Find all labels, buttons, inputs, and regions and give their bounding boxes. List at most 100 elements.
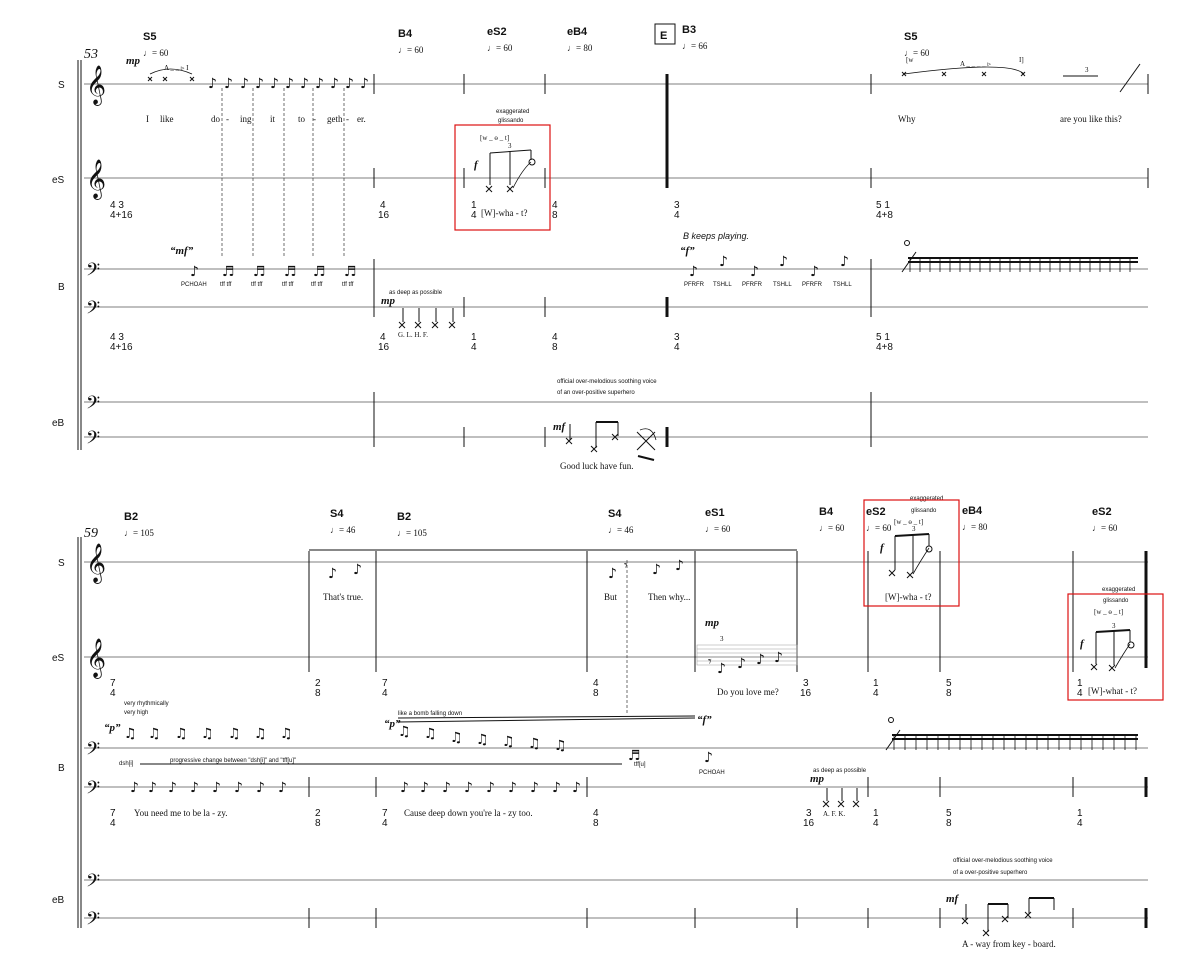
- b-notes-bomb: ♫ ♫ ♫ ♫ ♫ ♫ ♫ ♬: [398, 724, 641, 764]
- svg-text:PFRFR: PFRFR: [742, 282, 763, 288]
- svg-text:glissando: glissando: [911, 508, 937, 514]
- time-signatures-es: 4 3 4+16 4 16 1 4 4 8 3 4 5 1 4+8: [110, 200, 893, 221]
- svg-text:♪: ♪: [278, 780, 287, 796]
- svg-text:4: 4: [110, 818, 116, 829]
- section-label: S4: [608, 508, 622, 520]
- es-what-group-2: exaggerated glissando [w _ ɵ _ t] f 3 [W…: [1080, 587, 1137, 696]
- svg-text:♪: ♪: [190, 780, 199, 796]
- svg-text:♪: ♪: [315, 76, 324, 92]
- svg-text:4: 4: [471, 342, 477, 353]
- svg-text:♪: ♪: [719, 254, 728, 270]
- svg-text:it: it: [270, 114, 276, 124]
- svg-text:4: 4: [382, 688, 388, 699]
- highlight-box: [1067, 593, 1164, 701]
- svg-text:-: -: [226, 114, 229, 124]
- svg-text:8: 8: [946, 688, 952, 699]
- eb-lyrics: A - way from key - board.: [962, 939, 1056, 949]
- svg-text:2: 2: [315, 678, 321, 689]
- svg-text:3: 3: [674, 200, 680, 211]
- b-deep-notes: [398, 308, 456, 329]
- svg-text:TSHLL: TSHLL: [773, 282, 792, 288]
- svg-text:♪: ♪: [464, 780, 473, 796]
- treble-clef-icon: 𝄞: [86, 543, 106, 584]
- b-tremolo: [885, 717, 1138, 751]
- svg-text:7: 7: [382, 808, 388, 819]
- section-label: eB4: [567, 26, 588, 38]
- tempo-mark: ♩= 60: [705, 524, 731, 534]
- section-label: eS2: [1092, 506, 1112, 518]
- svg-text:♬: ♬: [222, 264, 235, 280]
- time-signatures-b: 4 3 4+16 4 16 1 4 4 8 3 4 5 1 4+8: [110, 332, 893, 353]
- svg-text:4: 4: [380, 332, 386, 343]
- es-what-group-1: exaggerated glissando [w _ ɵ _ t] f 3 [W…: [880, 496, 943, 602]
- direction-text: very rhythmically: [124, 701, 169, 707]
- svg-text:3: 3: [1085, 66, 1089, 74]
- direction-text: of an over-positive superhero: [557, 390, 635, 396]
- bass-clef-icon: 𝄢: [86, 393, 100, 418]
- svg-text:4: 4: [552, 200, 558, 211]
- direction-text: as deep as possible: [389, 290, 443, 296]
- b-notes-lower: ♪ ♪ ♪ ♪ ♪ ♪ ♪ ♪ ♪ ♪ ♪ ♪ ♪ ♪ ♪ ♪ ♪: [130, 780, 581, 796]
- staff-label-es: eS: [52, 175, 65, 186]
- svg-text:♪: ♪: [256, 780, 265, 796]
- s-notes: A _ _ ▹ I ♪ ♪ ♪ ♪ ♪ ♪ ♪ ♪ ♪ ♪ ♪: [147, 64, 369, 92]
- svg-text:1: 1: [1077, 678, 1083, 689]
- time-signatures-es: 7 4 2 8 7 4 4 8 3 16 1 4 5 8 1 4: [110, 678, 1083, 699]
- svg-text:8: 8: [552, 342, 558, 353]
- section-label: B3: [682, 24, 696, 36]
- direction-text: official over-melodious soothing voice: [557, 379, 657, 385]
- svg-text:3: 3: [674, 332, 680, 343]
- svg-text:2: 2: [315, 808, 321, 819]
- svg-text:♪: ♪: [717, 661, 726, 677]
- svg-text:glissando: glissando: [1103, 598, 1129, 604]
- svg-text:♫: ♫: [124, 726, 137, 742]
- svg-text:3: 3: [1112, 622, 1116, 630]
- svg-text:♪: ♪: [750, 264, 759, 280]
- svg-text:♬: ♬: [313, 264, 326, 280]
- eb-lyrics: Good luck have fun.: [560, 461, 633, 471]
- svg-text:7: 7: [110, 808, 116, 819]
- section-label: B4: [398, 28, 413, 40]
- bass-clef-icon: 𝄢: [86, 778, 100, 803]
- svg-text:7: 7: [382, 678, 388, 689]
- system-2: S eS B eB 𝄞 𝄞 𝄢 𝄢 𝄢 𝄢 59 B2 ♩= 105 S4 ♩=…: [52, 496, 1164, 949]
- deep-letters: A. F. K.: [823, 810, 845, 818]
- svg-text:TSHLL: TSHLL: [833, 282, 852, 288]
- svg-text:♪: ♪: [224, 76, 233, 92]
- svg-text:like: like: [160, 114, 174, 124]
- svg-text:1: 1: [471, 200, 477, 211]
- tempo-mark: ♩= 60: [1092, 523, 1118, 533]
- measure-number: 53: [84, 47, 98, 62]
- tempo-mark: ♩= 46: [608, 525, 634, 535]
- svg-text:♪: ♪: [675, 558, 684, 574]
- svg-text:♪: ♪: [190, 264, 199, 280]
- svg-text:1: 1: [873, 678, 879, 689]
- svg-text:♪: ♪: [345, 76, 354, 92]
- svg-text:f: f: [474, 159, 479, 171]
- svg-text:4+8: 4+8: [876, 342, 893, 353]
- svg-text:♪: ♪: [330, 76, 339, 92]
- tempo-mark: ♩= 80: [962, 522, 988, 532]
- svg-text:♫: ♫: [254, 726, 267, 742]
- s-lyric: But: [604, 592, 618, 602]
- rehearsal-box: [654, 23, 676, 45]
- svg-text:♫: ♫: [280, 726, 293, 742]
- s-lyrics: I like do - ing it to - geth - er. Why a…: [146, 114, 1122, 124]
- svg-text:♫: ♫: [175, 726, 188, 742]
- b-note: ♪: [704, 750, 713, 766]
- direction-text: very high: [124, 710, 148, 716]
- svg-text:♪: ♪: [328, 566, 337, 582]
- highlight-box: [863, 499, 960, 607]
- svg-text:♫: ♫: [424, 726, 437, 742]
- svg-text:4+16: 4+16: [110, 342, 133, 353]
- svg-text:3: 3: [806, 808, 812, 819]
- svg-text:♪: ♪: [737, 656, 746, 672]
- svg-text:[w _ ɵ _ t]: [w _ ɵ _ t]: [1094, 608, 1123, 616]
- svg-text:TSHLL: TSHLL: [713, 282, 732, 288]
- svg-text:♪: ♪: [212, 780, 221, 796]
- bass-clef-icon: 𝄢: [86, 871, 100, 896]
- svg-text:4: 4: [593, 808, 599, 819]
- svg-text:4: 4: [873, 818, 879, 829]
- svg-text:f: f: [1080, 638, 1085, 650]
- svg-text:4: 4: [593, 678, 599, 689]
